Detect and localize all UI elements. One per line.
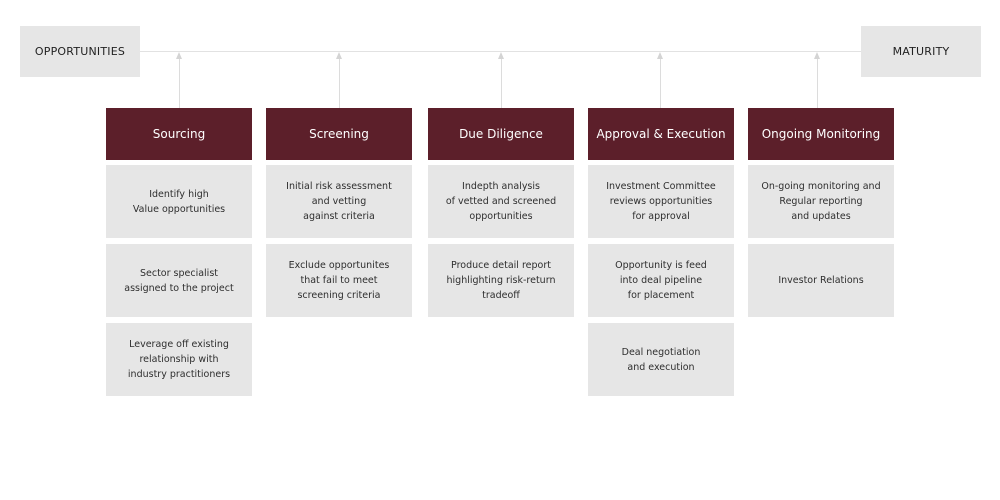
stage-column-approval-execution: Approval & Execution Investment Committe…	[588, 108, 734, 402]
stage-header-approval-execution: Approval & Execution	[588, 108, 734, 160]
stage-item: Investment Committee reviews opportuniti…	[588, 165, 734, 238]
stage-header-screening: Screening	[266, 108, 412, 160]
stage-item: Investor Relations	[748, 244, 894, 317]
stage-header-due-diligence: Due Diligence	[428, 108, 574, 160]
arrow-up-icon	[814, 52, 820, 59]
arrow-up-icon	[336, 52, 342, 59]
stage-item: Leverage off existing relationship with …	[106, 323, 252, 396]
opportunities-label: OPPORTUNITIES	[34, 45, 126, 58]
stage-item: Sector specialist assigned to the projec…	[106, 244, 252, 317]
timeline-line	[140, 51, 861, 52]
stage-header-ongoing-monitoring: Ongoing Monitoring	[748, 108, 894, 160]
connector-arrow-approval	[657, 52, 663, 108]
maturity-box: MATURITY	[861, 26, 981, 77]
stage-column-screening: Screening Initial risk assessment and ve…	[266, 108, 412, 323]
stage-column-ongoing-monitoring: Ongoing Monitoring On-going monitoring a…	[748, 108, 894, 323]
stage-column-sourcing: Sourcing Identify high Value opportuniti…	[106, 108, 252, 402]
stage-item: Opportunity is feed into deal pipeline f…	[588, 244, 734, 317]
stage-item: Exclude opportunites that fail to meet s…	[266, 244, 412, 317]
connector-arrow-screening	[336, 52, 342, 108]
opportunities-box: OPPORTUNITIES	[20, 26, 140, 77]
arrow-up-icon	[176, 52, 182, 59]
stage-item: Indepth analysis of vetted and screened …	[428, 165, 574, 238]
maturity-label: MATURITY	[892, 45, 950, 58]
stage-item: Deal negotiation and execution	[588, 323, 734, 396]
stage-item: Identify high Value opportunities	[106, 165, 252, 238]
connector-arrow-monitoring	[814, 52, 820, 108]
arrow-up-icon	[498, 52, 504, 59]
connector-arrow-sourcing	[176, 52, 182, 108]
stage-item: Produce detail report highlighting risk-…	[428, 244, 574, 317]
stage-item: Initial risk assessment and vetting agai…	[266, 165, 412, 238]
arrow-up-icon	[657, 52, 663, 59]
connector-arrow-due-diligence	[498, 52, 504, 108]
stage-column-due-diligence: Due Diligence Indepth analysis of vetted…	[428, 108, 574, 323]
stage-header-sourcing: Sourcing	[106, 108, 252, 160]
stage-item: On-going monitoring and Regular reportin…	[748, 165, 894, 238]
